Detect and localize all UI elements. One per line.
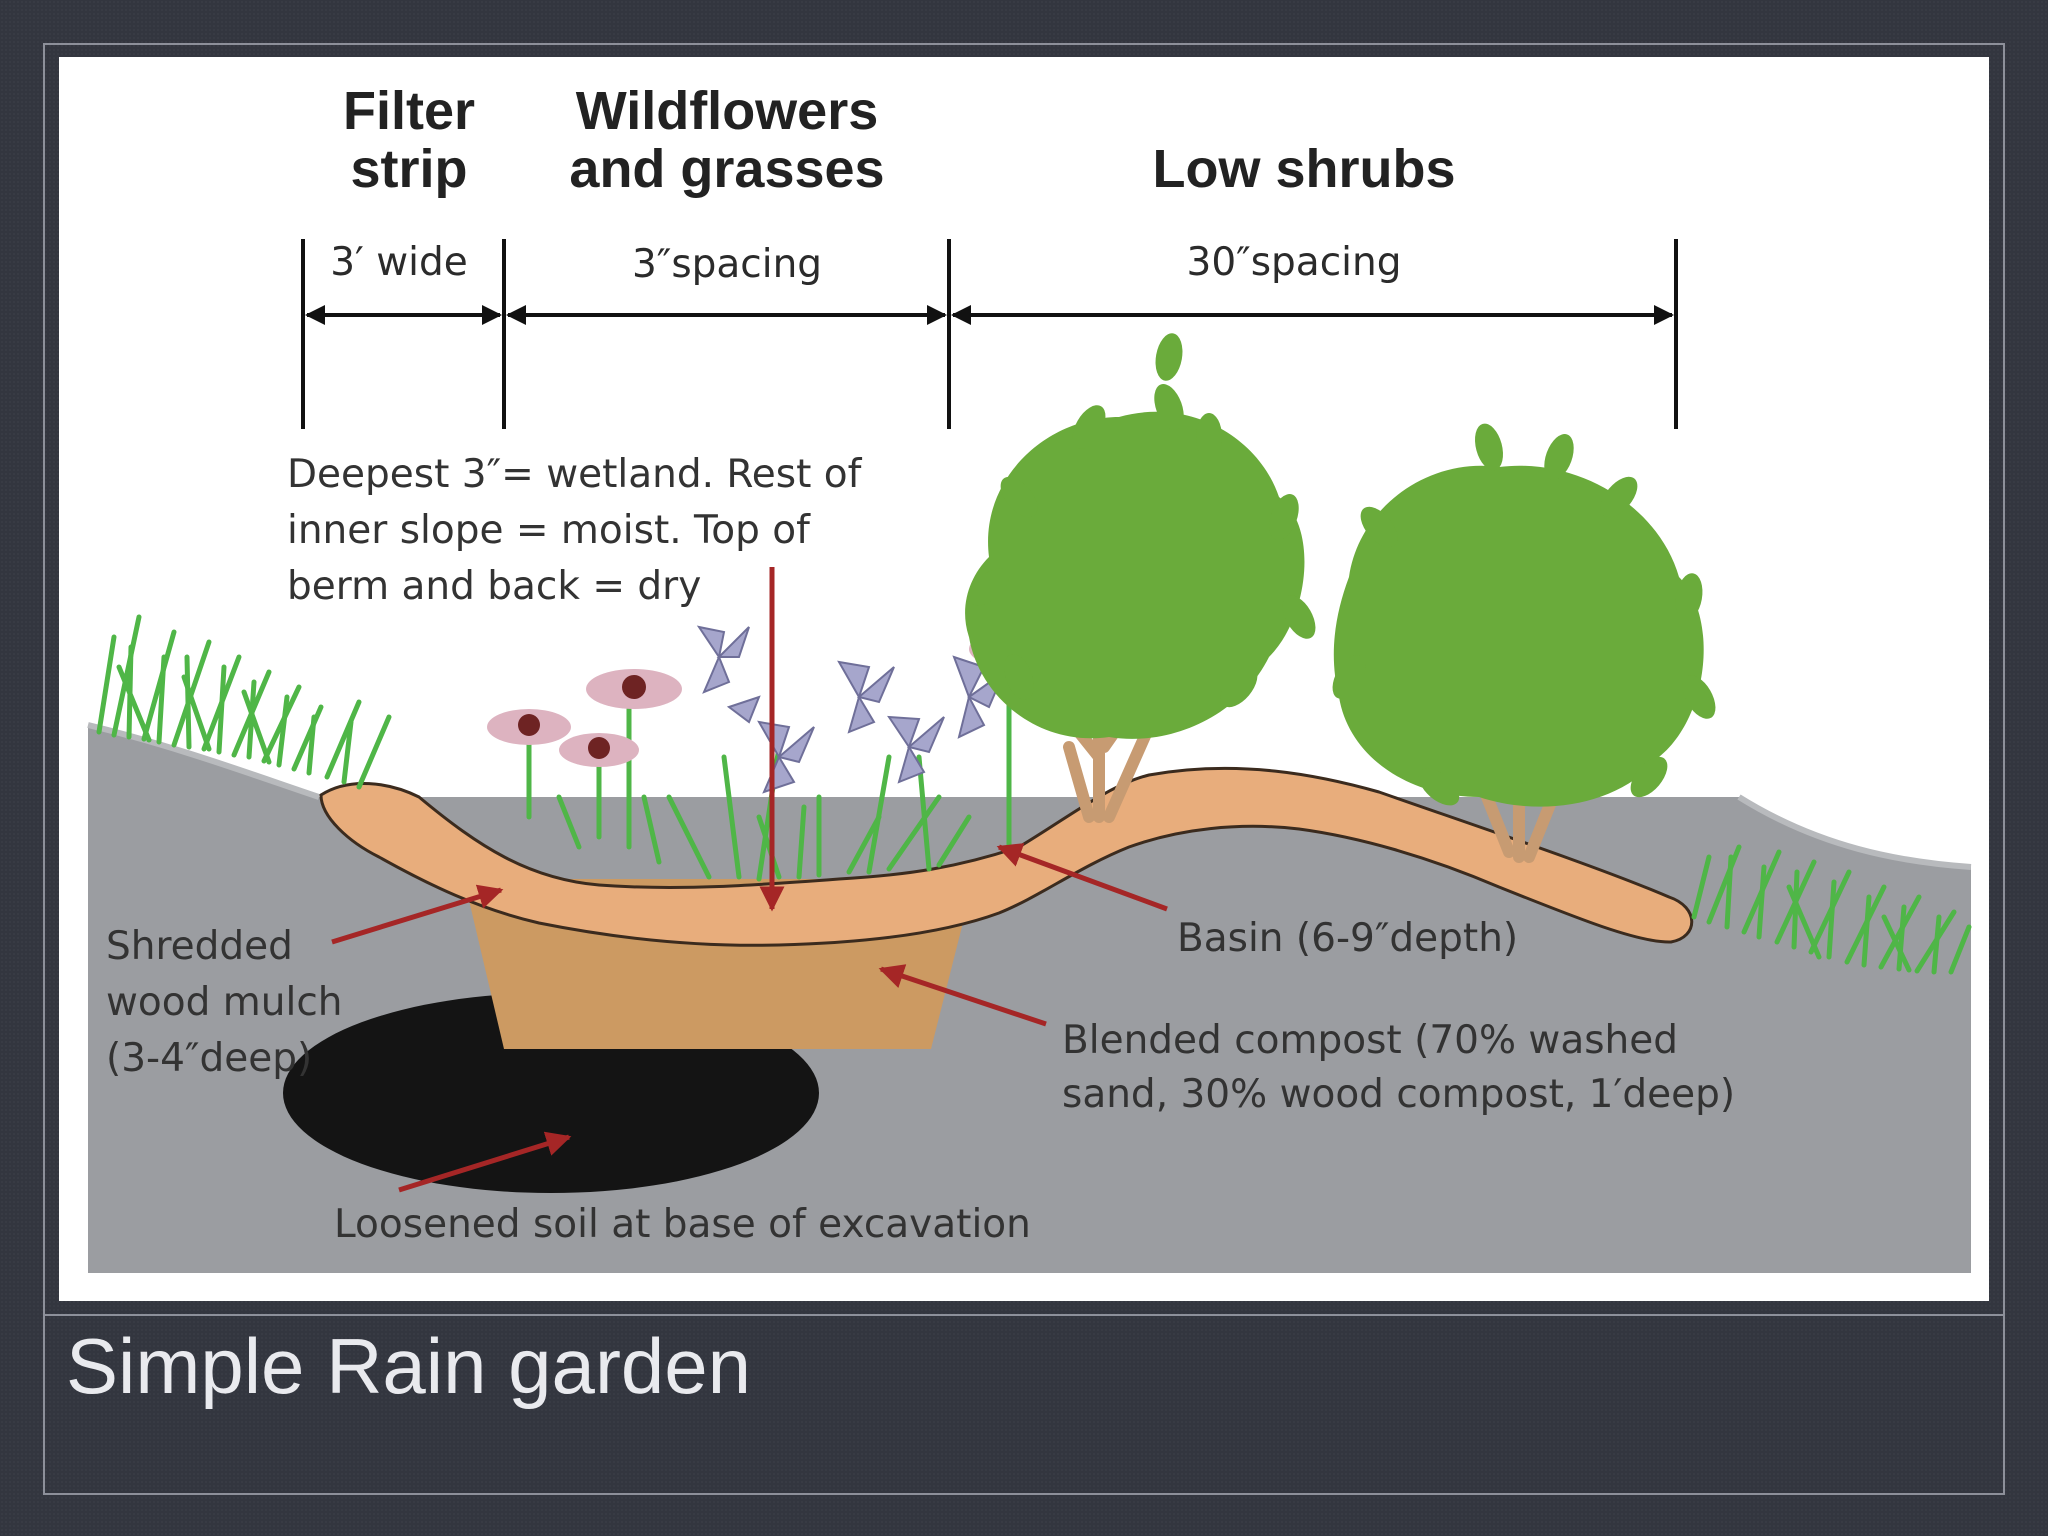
- label-loosened-soil: Loosened soil at base of excavation: [334, 1202, 1031, 1247]
- iris-icon: [887, 715, 945, 784]
- label-compost-line1: Blended compost (70% washed: [1062, 1018, 1678, 1063]
- shrub-icon: [1325, 420, 1723, 863]
- dimension-wildflowers: 3″spacing: [632, 242, 822, 287]
- rain-garden-diagram: Filter strip Wildflowers and grasses Low…: [59, 57, 1989, 1301]
- iris-icon: [696, 625, 761, 724]
- header-wildflowers-line1: Wildflowers: [576, 81, 879, 141]
- coneflower-icon: [559, 733, 639, 767]
- label-basin: Basin (6-9″depth): [1177, 916, 1518, 961]
- label-compost-line2: sand, 30% wood compost, 1′deep): [1062, 1072, 1735, 1117]
- pointer-arrow-icon: [331, 567, 1168, 1193]
- moisture-note-line3: berm and back = dry: [287, 564, 701, 609]
- header-wildflowers-line2: and grasses: [569, 139, 884, 199]
- dimension-filter-strip: 3′ wide: [330, 240, 468, 285]
- coneflower-icon: [487, 709, 571, 745]
- label-mulch-line3: (3-4″deep): [106, 1036, 312, 1081]
- coneflower-icon: [586, 669, 682, 709]
- header-filter-strip-line1: Filter: [343, 81, 475, 141]
- grass-tuft-icon: [96, 614, 392, 790]
- dimension-shrubs: 30″spacing: [1187, 240, 1402, 285]
- slide-frame: [43, 43, 2005, 1495]
- moisture-note-line1: Deepest 3″= wetland. Rest of: [287, 452, 863, 497]
- caption-divider: [45, 1314, 2003, 1316]
- header-filter-strip-line2: strip: [350, 139, 467, 199]
- label-mulch-line2: wood mulch: [106, 980, 342, 1025]
- moisture-note-line2: inner slope = moist. Top of: [287, 508, 811, 553]
- slide-title: Simple Rain garden: [66, 1322, 752, 1410]
- iris-icon: [837, 660, 895, 734]
- label-mulch-line1: Shredded: [106, 924, 293, 969]
- shrub-icon: [962, 331, 1323, 823]
- header-low-shrubs: Low shrubs: [1152, 139, 1455, 199]
- iris-icon: [757, 720, 815, 794]
- dimension-lines: [301, 239, 1678, 429]
- grass-tuft-icon: [1691, 844, 1972, 975]
